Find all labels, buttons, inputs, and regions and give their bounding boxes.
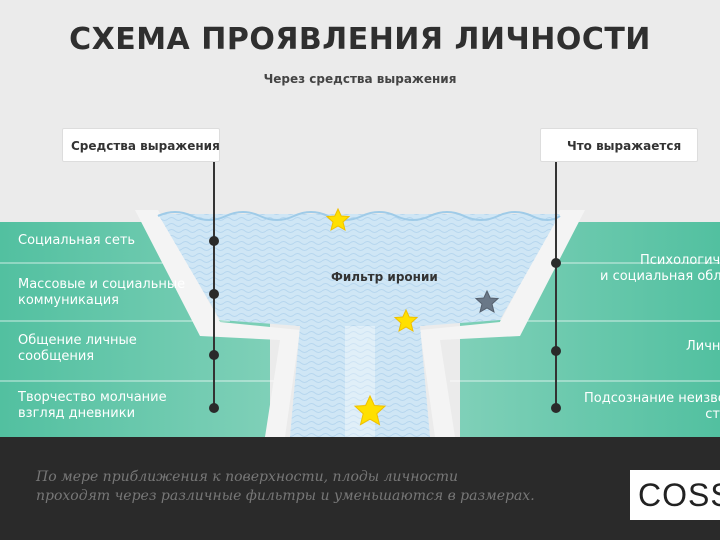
funnel-wall-left — [135, 210, 300, 437]
funnel-wall-right — [420, 210, 585, 437]
page-title: СХЕМА ПРОЯВЛЕНИЯ ЛИЧНОСТИ — [69, 22, 651, 57]
star-icon — [325, 207, 351, 232]
footer-caption: По мере приближения к поверхности, плоды… — [36, 469, 535, 504]
cossa-logo: COSSA — [630, 470, 720, 520]
star-dim-icon — [474, 289, 500, 314]
footer-band — [0, 437, 720, 540]
left-green-band — [0, 222, 270, 437]
left-header: Средства выражения — [62, 128, 220, 162]
star-icon — [393, 308, 419, 333]
right-item-2: Личн — [686, 339, 720, 354]
right-header: Что выражается — [540, 128, 698, 162]
star-icon — [353, 394, 387, 426]
page-subtitle: Через средства выражения — [263, 72, 457, 86]
right-green-band — [460, 222, 720, 437]
water-surface — [157, 211, 561, 221]
filter-label: Фильтр иронии — [331, 270, 438, 284]
left-item-1: Социальная сеть — [18, 233, 136, 248]
band-dividers — [0, 262, 720, 382]
